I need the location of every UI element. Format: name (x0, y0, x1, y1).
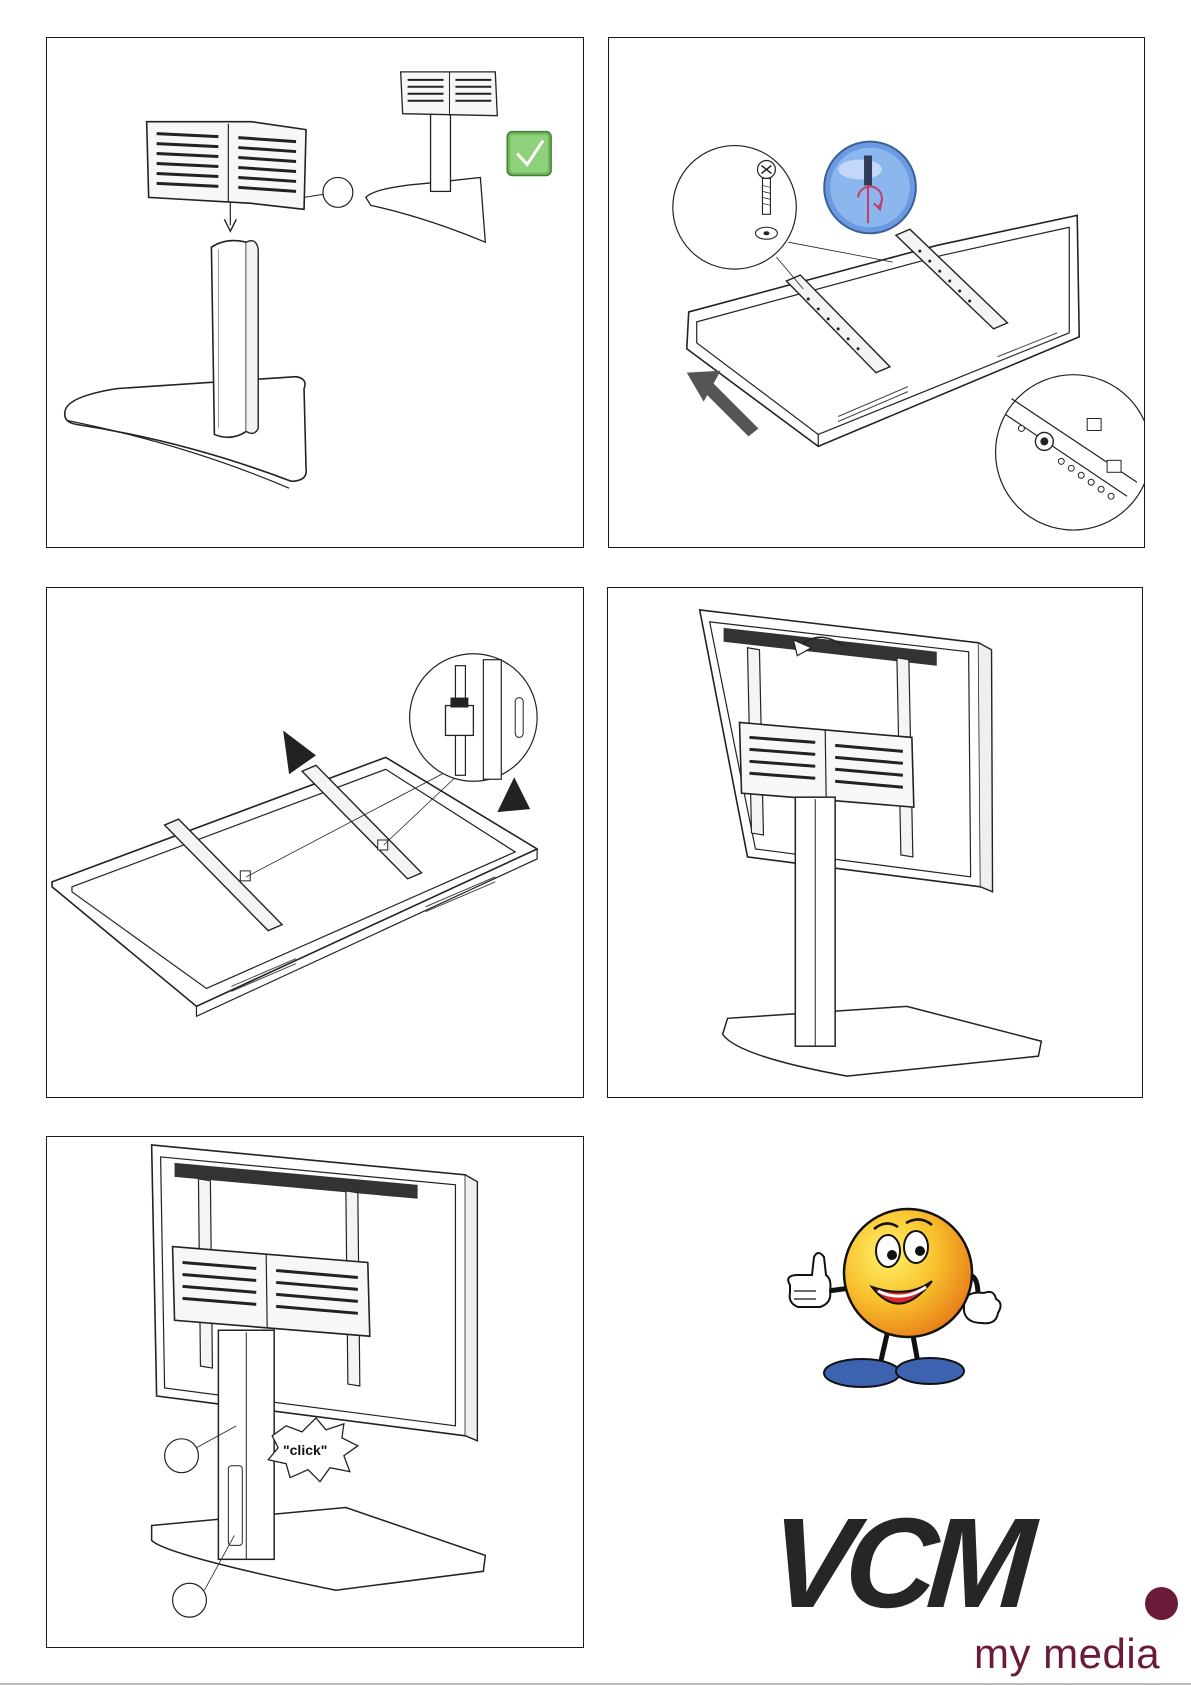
arrow-icon (497, 777, 530, 812)
step-1-panel (46, 37, 584, 548)
step-1-illustration (47, 38, 583, 547)
bracket-plate (147, 122, 306, 210)
brand-name: VCM (766, 1500, 1029, 1628)
screwdriver-icon (824, 142, 916, 234)
step-3-illustration (47, 588, 583, 1097)
screw-detail-circle (673, 146, 797, 270)
step-2-panel (608, 37, 1145, 548)
assembled-stand-thumbnail (366, 72, 497, 242)
part-callout-circle (165, 1439, 199, 1473)
thumbs-up-mascot-icon (780, 1195, 1020, 1390)
check-icon (507, 132, 551, 176)
part-callout-circle (323, 177, 353, 207)
step-5-panel: "click" (46, 1136, 584, 1648)
vcm-logo: VCM my media (770, 1500, 1180, 1685)
step-3-panel (46, 587, 584, 1098)
step-2-illustration (609, 38, 1144, 547)
step-4-panel (607, 587, 1143, 1098)
brand-tagline: my media (974, 1630, 1160, 1678)
step-5-illustration (47, 1137, 583, 1647)
part-callout-circle (173, 1583, 207, 1617)
click-callout-label: "click" (283, 1442, 327, 1458)
brand-dot (1145, 1587, 1178, 1620)
rail-detail-circle (996, 375, 1144, 530)
step-4-illustration (608, 588, 1142, 1097)
